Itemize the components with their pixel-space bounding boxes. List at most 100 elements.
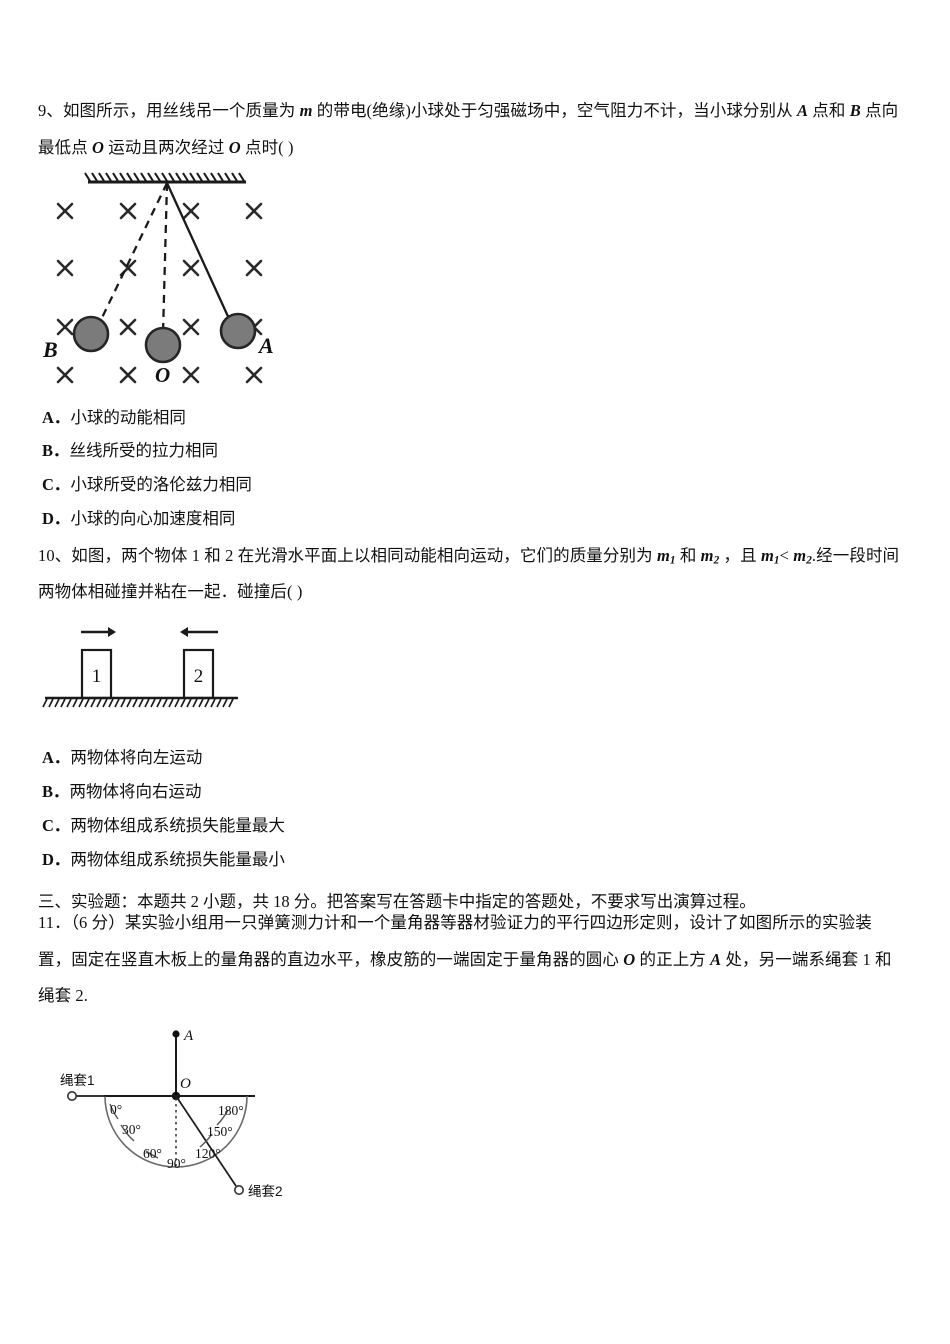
string-to-A	[165, 182, 233, 324]
option-text: 两物体组成系统损失能量最小	[70, 850, 285, 869]
angle-label-30: 30°	[122, 1122, 141, 1137]
angle-label-150: 150°	[207, 1124, 233, 1139]
question-10-option-B: B．两物体将向右运动	[42, 782, 202, 801]
text-run: 2	[806, 554, 812, 567]
text-run: 11．（6 分）某实验小组用一只弹簧测力计和一个量角器等器材验证力的平行四边形定…	[38, 913, 872, 932]
two-blocks-collision-figure: 1 2	[42, 618, 282, 718]
label-O: O	[180, 1076, 191, 1092]
option-text: 小球的向心加速度相同	[70, 509, 236, 528]
text-run: m	[760, 546, 774, 565]
text-run: m	[793, 546, 807, 565]
protractor-rubber-band-figure: A O 绳套1 绳套2	[42, 1018, 332, 1218]
tick-0	[109, 1103, 119, 1120]
text-run: 两物体相碰撞并粘在一起．碰撞后( )	[38, 582, 303, 601]
text-run: 置，固定在竖直木板上的量角器的直边水平，橡皮筋的一端固定于量角器的圆心	[38, 950, 624, 969]
text-run: 10、如图，两个物体 1 和 2 在光滑水平面上以相同动能相向运动，它们的质量分…	[38, 546, 657, 565]
text-run: ，且	[719, 546, 761, 565]
question-11-line-3: 绳套 2.	[38, 986, 88, 1005]
text-run: O	[623, 950, 636, 969]
text-run: 运动且两次经过	[104, 138, 229, 157]
label-A: A	[183, 1028, 194, 1044]
text-run: O	[92, 138, 105, 157]
text-run: <	[779, 546, 794, 565]
question-9-option-C: C．小球所受的洛伦兹力相同	[42, 475, 252, 494]
protractor-arc	[104, 1095, 248, 1168]
label-B: B	[42, 337, 58, 362]
arrow-left-icon	[180, 627, 218, 637]
text-run: 绳套 2.	[38, 986, 88, 1005]
option-label: B．	[42, 782, 70, 801]
tick-150	[216, 1109, 229, 1126]
text-run: m	[700, 546, 714, 565]
option-label: C．	[42, 816, 71, 835]
angle-label-90: 90°	[167, 1156, 186, 1171]
text-run: B	[849, 101, 861, 120]
rope-2-label: 绳套2	[248, 1184, 283, 1199]
text-run: 的正上方	[635, 950, 711, 969]
option-text: 两物体组成系统损失能量最大	[70, 816, 285, 835]
text-run: O	[228, 138, 241, 157]
tick-30	[120, 1124, 135, 1142]
rope-1-endpoint	[66, 1091, 77, 1102]
text-run: .经一段时间	[811, 546, 900, 565]
text-run: 1	[773, 554, 780, 567]
question-9-line-1: 9、如图所示，用丝线吊一个质量为 m 的带电(绝缘)小球处于匀强磁场中，空气阻力…	[38, 101, 899, 120]
text-run: 最低点	[38, 138, 93, 157]
point-A-dot	[172, 1030, 180, 1038]
question-9-option-B: B．丝线所受的拉力相同	[42, 441, 219, 460]
angle-label-0: 0°	[110, 1102, 122, 1117]
text-run: 点向	[860, 101, 899, 120]
text-run: 的带电(绝缘)小球处于匀强磁场中，空气阻力不计，当小球分别从	[312, 101, 797, 120]
label-O: O	[155, 363, 170, 387]
block-1	[80, 648, 113, 700]
question-10-line-1: 10、如图，两个物体 1 和 2 在光滑水平面上以相同动能相向运动，它们的质量分…	[38, 546, 900, 567]
string-vertical-O	[161, 182, 169, 335]
question-10-option-C: C．两物体组成系统损失能量最大	[42, 816, 285, 835]
option-label: A．	[42, 748, 71, 767]
option-text: 小球所受的洛伦兹力相同	[70, 475, 252, 494]
ball-A	[219, 312, 257, 350]
rope-1-label: 绳套1	[60, 1073, 95, 1088]
text-run: A	[796, 101, 809, 120]
text-run: 和	[675, 546, 701, 565]
option-label: B．	[42, 441, 70, 460]
question-9-option-D: D．小球的向心加速度相同	[42, 509, 236, 528]
question-9-line-2: 最低点 O 运动且两次经过 O 点时( )	[38, 138, 294, 157]
block-2-label: 2	[194, 666, 204, 687]
text-run: 点和	[808, 101, 850, 120]
option-label: C．	[42, 475, 71, 494]
ball-B	[72, 315, 110, 353]
rope-2-endpoint	[234, 1185, 245, 1196]
text-run: 1	[669, 554, 676, 567]
option-text: 两物体将向右运动	[69, 782, 202, 801]
ball-O	[144, 326, 182, 364]
text-run: A	[710, 950, 722, 969]
text-run: m	[656, 546, 670, 565]
question-11-line-1: 11．（6 分）某实验小组用一只弹簧测力计和一个量角器等器材验证力的平行四边形定…	[38, 913, 872, 932]
ground-hatching-icon	[42, 698, 234, 708]
text-run: 处，另一端系绳套 1 和	[721, 950, 892, 969]
option-text: 丝线所受的拉力相同	[69, 441, 219, 460]
arrow-right-icon	[81, 627, 116, 637]
question-10-option-A: A．两物体将向左运动	[42, 748, 203, 767]
option-label: A．	[42, 408, 71, 427]
angle-label-120: 120°	[195, 1146, 221, 1161]
question-10-line-2: 两物体相碰撞并粘在一起．碰撞后( )	[38, 582, 303, 601]
option-label: D．	[42, 850, 71, 869]
question-11-line-2: 置，固定在竖直木板上的量角器的直边水平，橡皮筋的一端固定于量角器的圆心 O 的正…	[38, 950, 892, 969]
option-text: 两物体将向左运动	[70, 748, 203, 767]
text-run: 2	[713, 554, 720, 567]
text-run: 9、如图所示，用丝线吊一个质量为	[38, 101, 300, 120]
option-text: 小球的动能相同	[70, 408, 186, 427]
option-label: D．	[42, 509, 71, 528]
angle-label-60: 60°	[143, 1146, 162, 1161]
tick-120	[199, 1133, 213, 1148]
question-9-option-A: A．小球的动能相同	[42, 408, 186, 427]
block-1-label: 1	[92, 666, 102, 687]
label-A: A	[257, 333, 274, 358]
text-run: 点时( )	[240, 138, 294, 157]
text-run: m	[299, 101, 313, 120]
angle-label-180: 180°	[218, 1103, 244, 1118]
hatched-ceiling-icon	[84, 172, 246, 184]
